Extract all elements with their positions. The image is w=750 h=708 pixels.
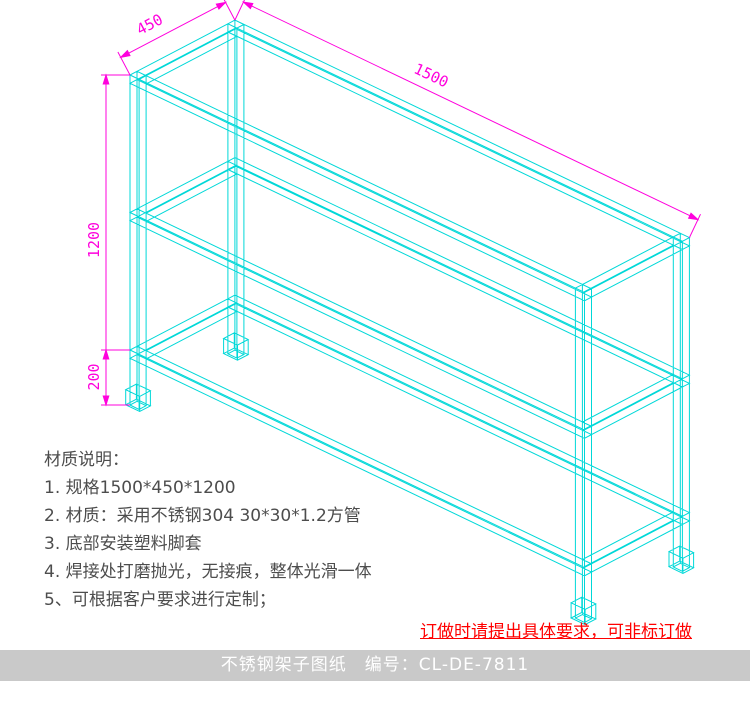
dimension-label-bottom-clearance: 200 [85,363,103,390]
material-notes: 材质说明： 1. 规格1500*450*1200 2. 材质：采用不锈钢304 … [44,446,372,614]
dimension-lines [101,0,701,407]
custom-order-warning: 订做时请提出具体要求，可非标订做 [420,622,692,642]
notes-title: 材质说明： [44,450,129,470]
dimension-label-depth: 450 [134,10,166,39]
note-item: 2. 材质：采用不锈钢304 30*30*1.2方管 [44,506,361,526]
rack-wireframe [124,19,695,626]
note-item: 1. 规格1500*450*1200 [44,478,236,498]
dimension-label-length: 1500 [411,60,451,92]
dimension-label-height: 1200 [85,222,103,258]
note-item: 5、可根据客户要求进行定制； [44,590,276,610]
footer-title: 不锈钢架子图纸 编号：CL-DE-7811 [220,655,530,675]
note-item: 3. 底部安装塑料脚套 [44,534,202,554]
footer-bar: 不锈钢架子图纸 编号：CL-DE-7811 [0,650,750,681]
note-item: 4. 焊接处打磨抛光，无接痕，整体光滑一体 [44,562,372,582]
